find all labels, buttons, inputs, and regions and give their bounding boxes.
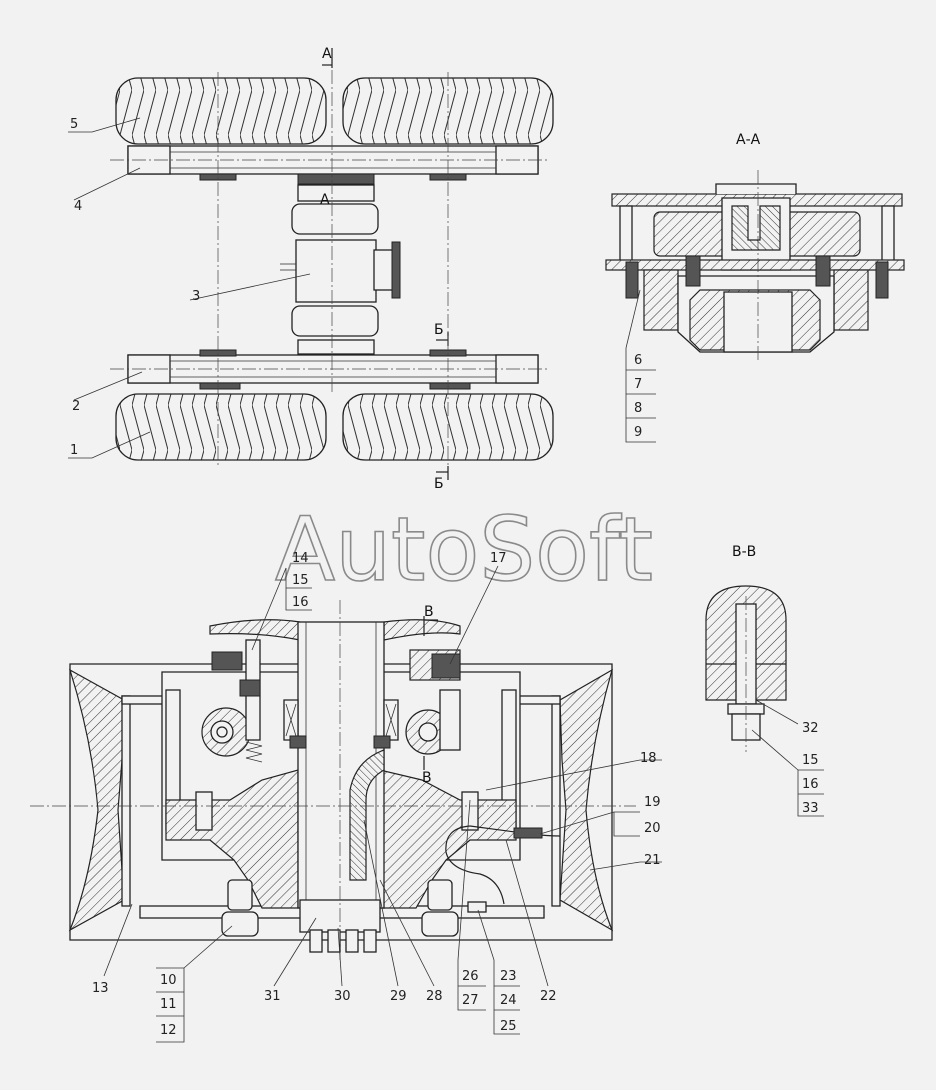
flange-bottom <box>297 339 375 355</box>
callout-1: 1 <box>70 443 78 458</box>
section-aa-title: А-А <box>736 132 761 148</box>
callout-20: 20 <box>644 821 661 836</box>
callout-4: 4 <box>74 199 82 214</box>
section-bb: В-В 32 15 16 33 <box>705 544 824 817</box>
section-aa: А-А 6 7 8 9 <box>605 132 905 443</box>
callout-19: 19 <box>644 795 661 810</box>
cut-label-b-top: Б <box>434 322 444 338</box>
bolt-right <box>461 791 479 831</box>
callout-15: 15 <box>292 573 309 588</box>
callout-33: 33 <box>802 801 819 816</box>
side-drive-flange <box>391 241 401 299</box>
callout-10: 10 <box>160 973 177 988</box>
main-section: В В 14 15 16 17 18 19 20 21 22 23 24 <box>30 551 662 1043</box>
bottom-bolt-left <box>227 879 253 911</box>
callout-14: 14 <box>292 551 309 566</box>
callout-15-bb: 15 <box>802 753 819 768</box>
callout-8: 8 <box>634 401 642 416</box>
cut-label-b-bottom: Б <box>434 476 444 492</box>
callout-12: 12 <box>160 1023 177 1038</box>
top-view: А А Б <box>68 46 554 492</box>
housing-lower <box>291 305 379 337</box>
shaft-insert <box>349 749 385 881</box>
callout-16-bb: 16 <box>802 777 819 792</box>
callout-17: 17 <box>490 551 507 566</box>
callout-31: 31 <box>264 989 281 1004</box>
callout-3: 3 <box>192 289 200 304</box>
watermark: AutoSoft <box>275 498 653 601</box>
cut-label-v-top: В <box>424 604 434 620</box>
callout-23: 23 <box>500 969 517 984</box>
callout-24: 24 <box>500 993 517 1008</box>
callout-7: 7 <box>634 377 642 392</box>
callout-27: 27 <box>462 993 479 1008</box>
callout-18: 18 <box>640 751 657 766</box>
callout-2: 2 <box>72 399 80 414</box>
callout-16: 16 <box>292 595 309 610</box>
housing-mid <box>295 239 377 303</box>
section-bb-title: В-В <box>732 544 756 560</box>
callout-6: 6 <box>634 353 642 368</box>
tyre-lower-left <box>115 393 327 461</box>
callout-5: 5 <box>70 117 78 132</box>
callout-21: 21 <box>644 853 661 868</box>
callout-22: 22 <box>540 989 557 1004</box>
rim-right <box>559 668 614 932</box>
callout-28: 28 <box>426 989 443 1004</box>
hood-right <box>383 619 461 641</box>
callout-26: 26 <box>462 969 479 984</box>
tyre-upper-left <box>115 77 327 145</box>
aa-left-hub <box>643 269 679 331</box>
callout-13: 13 <box>92 981 109 996</box>
callout-25: 25 <box>500 1019 517 1034</box>
rim-left <box>68 668 125 932</box>
callout-9: 9 <box>634 425 642 440</box>
aa-right-hub <box>833 269 869 331</box>
cut-label-v-bottom: В <box>422 770 432 786</box>
callout-29: 29 <box>390 989 407 1004</box>
housing-upper <box>291 203 379 235</box>
cut-label-a-top: А <box>322 46 332 62</box>
bottom-bolt-right <box>427 879 453 911</box>
aa-flange <box>605 259 905 271</box>
cut-label-a-mid: А <box>320 192 330 208</box>
hood-left <box>209 619 301 641</box>
callout-32: 32 <box>802 721 819 736</box>
flange-top <box>297 184 375 202</box>
callout-30: 30 <box>334 989 351 1004</box>
bolt-left <box>195 791 213 831</box>
callout-11: 11 <box>160 997 177 1012</box>
